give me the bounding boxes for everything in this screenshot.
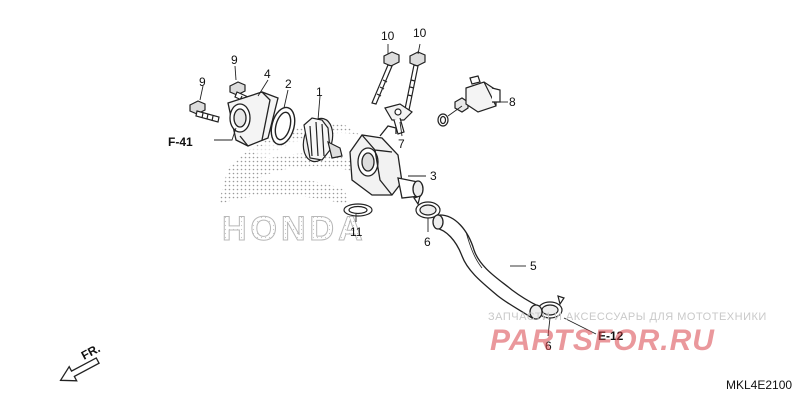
part-1-thermostat [302,117,343,163]
watermark-tagline: ЗАПЧАСТИ И АКСЕССУАРЫ ДЛЯ МОТОТЕХНИКИ [488,311,767,323]
callout-4: 4 [264,67,271,81]
part-6-hose-clamp-lower [537,295,565,319]
callout-1: 1 [316,85,323,99]
part-3-thermostat-housing [349,125,424,199]
part-7-bracket [384,103,413,135]
part-2-o-ring [270,106,296,146]
leader-lines [199,43,597,337]
ref-e12: E-12 [598,329,624,343]
callout-9-lower: 9 [199,75,206,89]
part-9-bolt-lower [189,100,220,123]
sensor-o-ring [437,113,449,127]
callout-6-upper: 6 [424,235,431,249]
diagram-code: MKL4E2100 [726,378,792,392]
part-4-thermostat-cover [227,91,279,147]
callout-8: 8 [509,95,516,109]
callout-10-left: 10 [381,29,395,43]
front-label: FR. [79,341,103,362]
ref-f41: F-41 [168,135,193,149]
part-6-hose-clamp-upper [413,195,441,219]
callout-10-right: 10 [413,26,427,40]
callout-3: 3 [430,169,437,183]
part-10-bolt-left [371,51,400,105]
part-5-water-hose [432,214,543,320]
callout-2: 2 [285,77,292,91]
callout-5: 5 [530,259,537,273]
callout-6-lower: 6 [545,339,552,353]
callout-11: 11 [350,225,363,239]
honda-wordmark: HONDA [222,210,367,248]
watermark-logo: PARTSFOR.RU [490,324,715,357]
part-10-bolt-right [404,51,426,111]
callout-7: 7 [398,137,405,151]
callout-9-upper: 9 [231,53,238,67]
part-11-gasket [343,203,373,217]
front-direction-arrow [59,357,100,382]
